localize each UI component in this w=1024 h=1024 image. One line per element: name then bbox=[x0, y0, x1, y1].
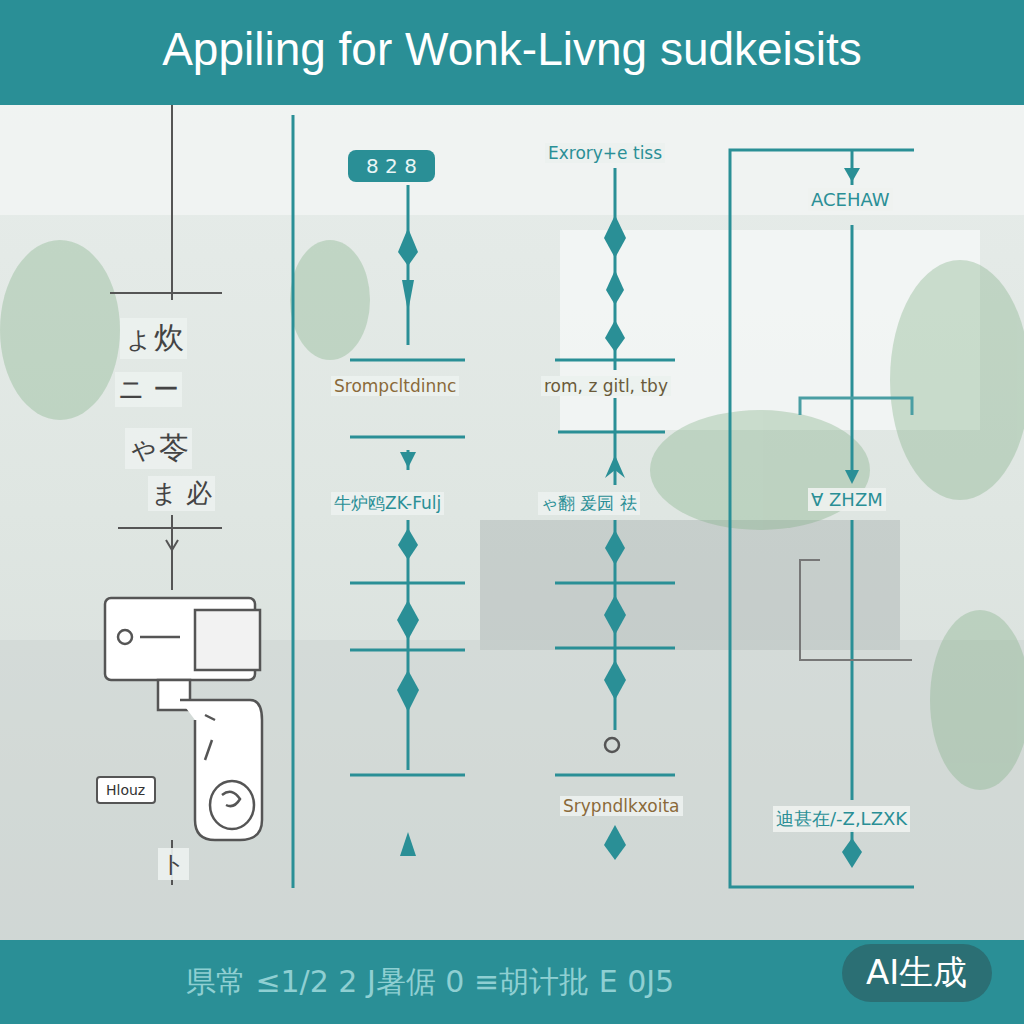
glyph-label: ト bbox=[158, 848, 189, 880]
caption: 県常 ≤1/2 2 J暑倨 0 ≡胡计批 E 0J5 bbox=[0, 962, 860, 1003]
glyph-label: ニ ー bbox=[115, 372, 182, 407]
column-heading: Exrory+e tiss bbox=[545, 143, 665, 163]
column-two-markers bbox=[604, 215, 626, 860]
panel-label: Ɐ ZHZM bbox=[808, 488, 886, 511]
glyph-label: ょ炊 bbox=[120, 318, 187, 359]
glyph-label: ま 必 bbox=[148, 476, 215, 511]
right-panel-lines bbox=[800, 150, 912, 850]
watermark-badge: AI生成 bbox=[842, 944, 992, 1002]
step-label: rom, z gitl, tby bbox=[541, 376, 671, 396]
step-label: 牛炉鸥ZK-Fulj bbox=[331, 492, 444, 515]
column-two bbox=[555, 168, 675, 775]
step-label: Srypndlkxoita bbox=[560, 796, 683, 816]
column-one-markers bbox=[397, 228, 419, 856]
title-band bbox=[0, 0, 1024, 105]
step-label: Srompcltdinnc bbox=[331, 376, 459, 396]
spiral-mark bbox=[605, 738, 619, 752]
right-panel-markers bbox=[842, 168, 862, 868]
label-box: 8 2 8 bbox=[348, 150, 435, 182]
box-label: 8 2 8 bbox=[366, 154, 417, 178]
panel-label: 迪甚在/-Z,LZXK bbox=[773, 806, 910, 832]
watermark: AI生成 bbox=[866, 950, 968, 996]
caption-band bbox=[0, 940, 1024, 1024]
step-label: ゃ翻 爰园 祛 bbox=[538, 492, 640, 515]
column-one bbox=[350, 185, 465, 775]
panel-label: ACEHAW bbox=[808, 188, 893, 211]
divider bbox=[292, 115, 295, 888]
title: Appiling for Wonk-Livng sudkeisits bbox=[0, 22, 1024, 76]
ceiling bbox=[0, 105, 1024, 215]
sofa bbox=[480, 520, 900, 650]
plants bbox=[0, 240, 1024, 790]
floor bbox=[0, 640, 1024, 940]
label-box: Hlouz bbox=[96, 776, 156, 804]
box-label: Hlouz bbox=[106, 782, 146, 798]
bracket-outline bbox=[728, 148, 916, 889]
glyph-label: ゃ苓 bbox=[125, 428, 192, 469]
bracket-panel: ACEHAW Ɐ ZHZM 迪甚在/-Z,LZXK bbox=[728, 148, 916, 889]
